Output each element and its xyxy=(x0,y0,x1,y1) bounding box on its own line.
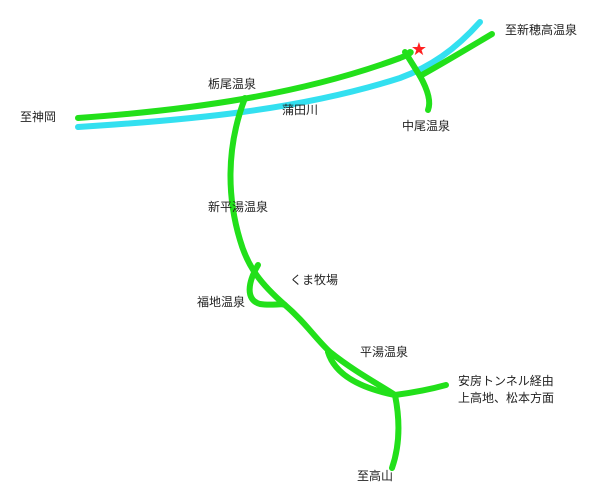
label-gamata-river: 蒲田川 xyxy=(282,103,318,117)
road-to-nakao xyxy=(402,49,433,113)
label-abo-tunnel-line2: 上高地、松本方面 xyxy=(458,390,554,405)
label-nakao-onsen: 中尾温泉 xyxy=(402,118,450,133)
road-to-abo-tunnel xyxy=(392,382,449,398)
label-to-shinhotaka: 至新穂高温泉 xyxy=(505,22,577,37)
label-shin-hirayu-onsen: 新平湯温泉 xyxy=(208,199,268,214)
road-hirayu-loop xyxy=(325,349,398,398)
label-hirayu-onsen: 平湯温泉 xyxy=(360,345,408,359)
label-to-takayama: 至高山 xyxy=(357,468,393,483)
star-icon: ★ xyxy=(411,39,427,60)
label-kuma-farm: くま牧場 xyxy=(290,273,338,287)
road-to-shinhotaka xyxy=(417,31,495,79)
label-fukuji-onsen: 福地温泉 xyxy=(197,294,245,309)
label-tochio-onsen: 栃尾温泉 xyxy=(208,77,256,91)
road-fukuji-loop xyxy=(246,262,288,308)
label-to-kamioka: 至神岡 xyxy=(20,110,56,124)
gamata-river-line xyxy=(75,19,483,130)
label-abo-tunnel-line1: 安房トンネル経由 xyxy=(458,373,554,388)
